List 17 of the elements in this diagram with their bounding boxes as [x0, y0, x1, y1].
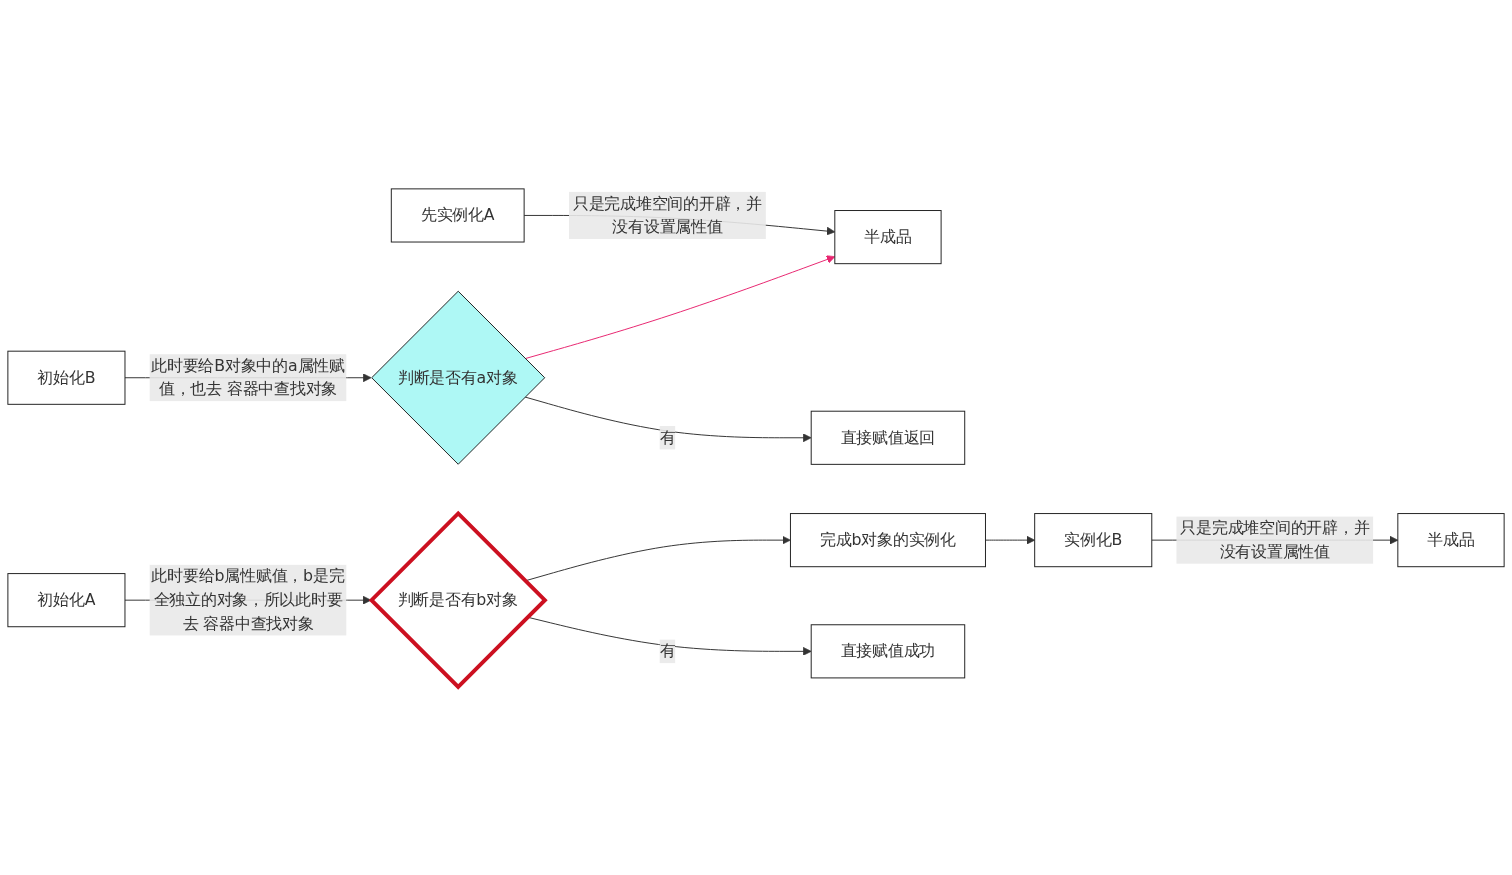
- node-diamond: 判断是否有b对象: [368, 510, 548, 690]
- node-box: 直接赋值返回: [810, 410, 966, 465]
- node-box: 半成品: [834, 209, 942, 264]
- edge-label: 有: [659, 427, 676, 447]
- edge-label: 只是完成堆空间的开辟，并没有设置属性值: [572, 193, 762, 236]
- node-diamond: 判断是否有a对象: [371, 290, 546, 465]
- node-box: 初始化A: [7, 572, 126, 627]
- edge-label: 只是完成堆空间的开辟，并没有设置属性值: [1180, 518, 1370, 561]
- node-box: 直接赋值成功: [810, 623, 966, 679]
- edge-label: 有: [659, 641, 676, 660]
- node-box: 实例化B: [1034, 512, 1153, 567]
- node-box: 半成品: [1397, 512, 1505, 567]
- edge-label: 此时要给b属性赋值，b是完全独立的对象，所以此时要去 容器中查找对象: [151, 566, 345, 633]
- edge-label: 此时要给B对象中的a属性赋值，也去 容器中查找对象: [151, 355, 345, 399]
- node-box: 初始化B: [7, 350, 126, 405]
- node-box: 完成b对象的实例化: [789, 512, 986, 567]
- node-box: 先实例化A: [390, 188, 525, 243]
